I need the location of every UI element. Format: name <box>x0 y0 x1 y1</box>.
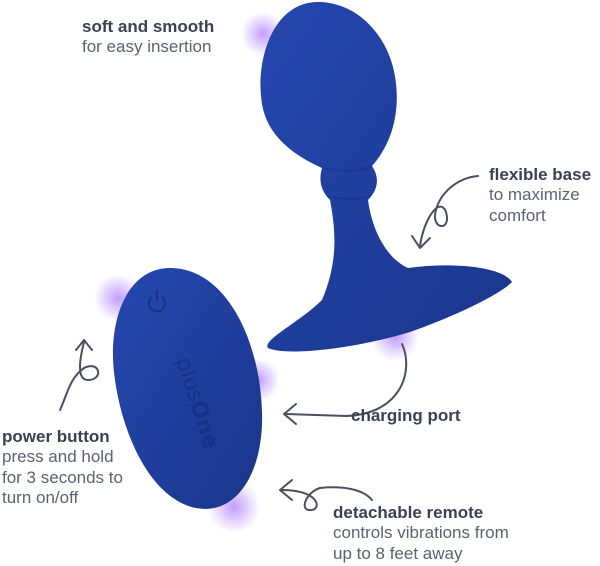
callout-desc: controls vibrations from up to 8 feet aw… <box>333 523 509 563</box>
callout-title: flexible base <box>489 165 592 184</box>
curved-arrow-icon <box>411 175 479 249</box>
curved-arrow-icon <box>283 343 408 425</box>
callout-desc: for easy insertion <box>82 37 212 57</box>
callout-charging-port: charging port <box>351 406 461 426</box>
callout-detachable-remote: detachable remote controls vibrations fr… <box>333 503 509 564</box>
callout-desc: to maximize comfort <box>489 185 580 225</box>
curved-arrow-icon <box>279 479 373 512</box>
callout-title: charging port <box>351 406 461 425</box>
callout-flexible-base: flexible base to maximize comfort <box>489 165 591 226</box>
callout-soft-smooth: soft and smooth for easy insertion <box>82 17 214 58</box>
plug-device <box>260 2 512 352</box>
curved-arrow-icon <box>59 339 99 411</box>
callout-title: soft and smooth <box>82 17 215 36</box>
remote-device: plusOne <box>112 268 263 509</box>
callout-desc: press and hold for 3 seconds to turn on/… <box>2 447 123 508</box>
callout-title: detachable remote <box>333 503 484 522</box>
callout-title: power button <box>2 427 110 446</box>
callout-power-button: power button press and hold for 3 second… <box>2 427 123 509</box>
power-icon <box>147 289 167 313</box>
